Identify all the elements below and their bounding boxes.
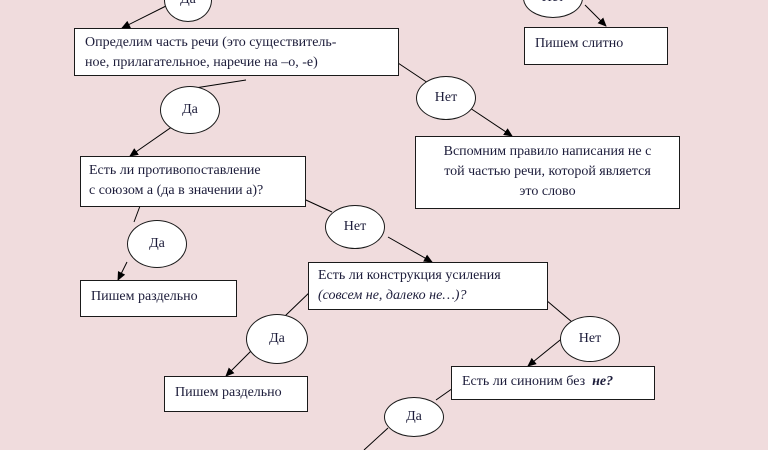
no-label: Нет <box>343 219 367 234</box>
write-together-box: Пишем слитно <box>524 27 668 65</box>
synonym-text: Есть ли синоним без <box>462 374 593 389</box>
determine-part-of-speech-box: Определим часть речи (это существитель- … <box>74 28 399 76</box>
yes-oval-after-determine: Да <box>160 86 220 134</box>
yes-label: Да <box>180 0 196 8</box>
recall-rule-line-1: Вспомним правило написания не с <box>443 144 652 159</box>
no-label: Нет <box>434 90 458 105</box>
no-oval-after-determine: Нет <box>416 76 476 120</box>
intensification-line-2: (совсем не, далеко не…)? <box>318 288 467 303</box>
recall-rule-line-3: это слово <box>519 184 576 199</box>
yes-label: Да <box>149 236 165 251</box>
yes-oval-after-opposition: Да <box>127 220 187 268</box>
determine-line-1: Определим часть речи (это существитель- <box>85 35 337 50</box>
write-together-text: Пишем слитно <box>535 36 624 51</box>
write-separately-text: Пишем раздельно <box>175 385 282 400</box>
opposition-line-1: Есть ли противопоставление <box>89 163 261 178</box>
write-separately-box-2: Пишем раздельно <box>164 376 308 412</box>
yes-oval-after-synonym: Да <box>384 397 444 437</box>
synonym-emphasis: не? <box>592 374 614 389</box>
write-separately-text: Пишем раздельно <box>91 289 198 304</box>
no-oval-after-intensification: Нет <box>560 316 620 362</box>
recall-rule-line-2: той частью речи, которой является <box>444 164 651 179</box>
opposition-line-2: с союзом а (да в значении а)? <box>89 183 264 198</box>
yes-label: Да <box>182 102 198 117</box>
synonym-question-box: Есть ли синоним без не? <box>451 366 655 400</box>
recall-rule-box: Вспомним правило написания не с той част… <box>415 136 680 209</box>
no-oval-after-opposition: Нет <box>325 205 385 249</box>
no-label: Нет <box>578 331 602 346</box>
yes-label: Да <box>406 409 422 424</box>
determine-line-2: ное, прилагательное, наречие на –о, -е) <box>85 55 318 70</box>
intensification-line-1: Есть ли конструкция усиления <box>318 268 501 283</box>
opposition-question-box: Есть ли противопоставление с союзом а (д… <box>80 156 306 207</box>
write-separately-box-1: Пишем раздельно <box>80 280 237 317</box>
intensification-question-box: Есть ли конструкция усиления (совсем не,… <box>308 262 548 310</box>
yes-label: Да <box>269 331 285 346</box>
no-label: Нет <box>542 0 564 6</box>
yes-oval-after-intensification: Да <box>246 314 308 364</box>
